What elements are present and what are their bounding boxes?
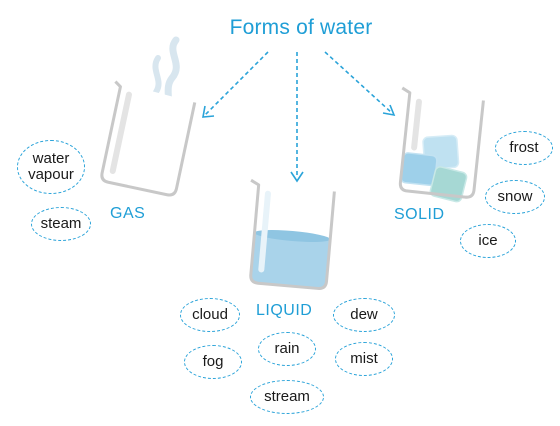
arrowhead-gas-icon <box>202 105 215 118</box>
liquid-beaker-icon <box>249 178 336 290</box>
arrows <box>204 51 393 178</box>
arrowhead-solid-icon <box>382 104 396 117</box>
liquid-example-dew: dew <box>333 298 395 332</box>
gas-label: GAS <box>110 205 146 222</box>
gas-beaker-icon <box>100 80 197 197</box>
solid-example-ice: ice <box>460 224 516 258</box>
liquid-example-stream: stream <box>250 380 324 414</box>
solid-example-snow: snow <box>485 180 545 214</box>
liquid-example-cloud: cloud <box>180 298 240 332</box>
arrowheads <box>202 104 396 183</box>
solid-example-frost: frost <box>495 131 553 165</box>
liquid-example-mist: mist <box>335 342 393 376</box>
gas-example-water-vapour: water vapour <box>17 140 85 194</box>
liquid-example-rain: rain <box>258 332 316 366</box>
arrow-to-gas <box>204 51 269 116</box>
arrow-to-solid <box>324 51 393 114</box>
liquid-label: LIQUID <box>256 302 313 319</box>
arrowhead-liquid-icon <box>290 171 304 183</box>
solid-beaker-icon <box>398 86 485 203</box>
diagram-title: Forms of water <box>229 16 373 39</box>
gas-example-steam: steam <box>31 207 91 241</box>
liquid-example-fog: fog <box>184 345 242 379</box>
solid-label: SOLID <box>394 206 445 223</box>
